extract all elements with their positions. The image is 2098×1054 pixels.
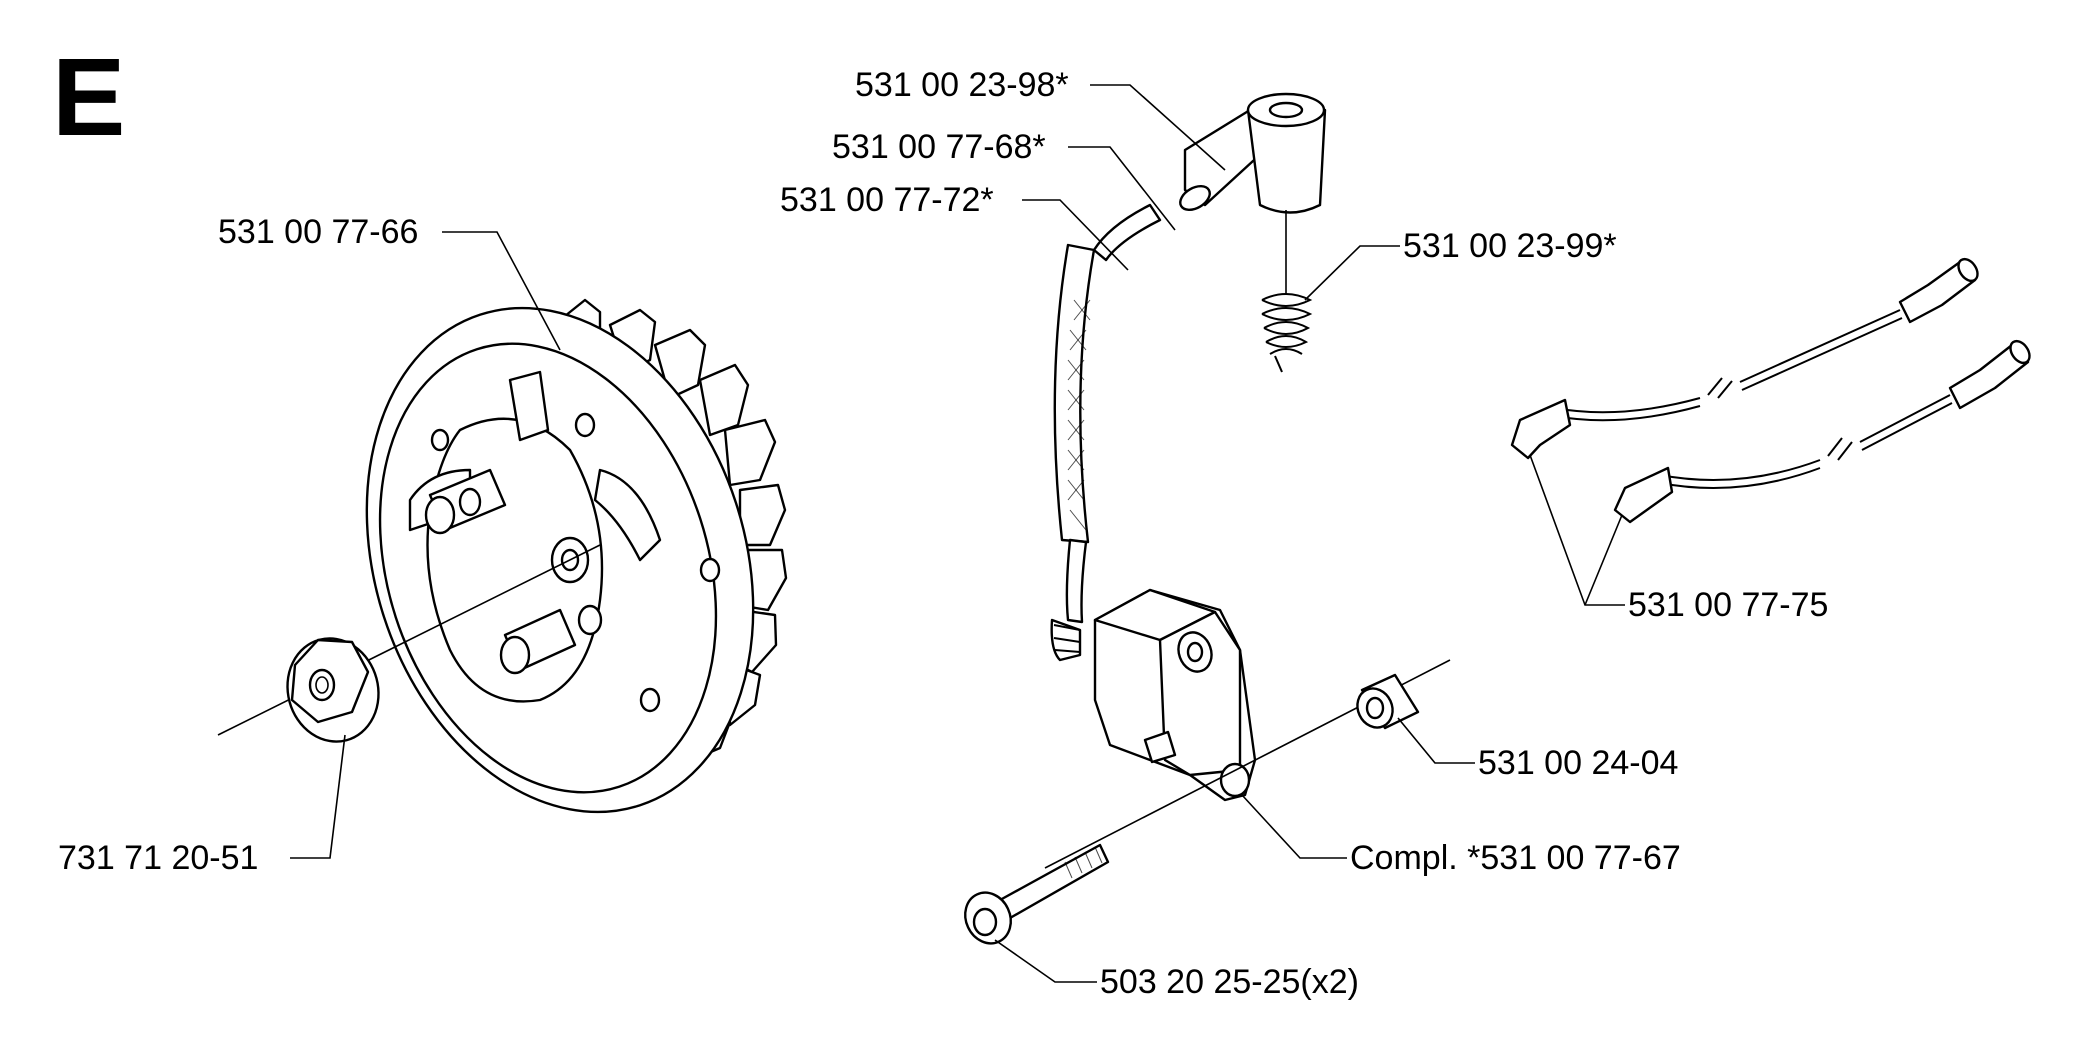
label-cap-insulator: 531 00 77-68*	[832, 128, 1046, 166]
label-spring: 531 00 23-99*	[1403, 227, 1617, 265]
label-flywheel: 531 00 77-66	[218, 213, 418, 251]
spring-part	[1261, 293, 1313, 373]
leader-lines	[290, 84, 1625, 983]
label-nut: 731 71 20-51	[58, 839, 258, 877]
screw-part	[964, 843, 1110, 945]
cap-insulator	[1183, 108, 1267, 207]
label-short-circuit-cables: 531 00 77-75	[1628, 586, 1828, 624]
label-ignition-module: Compl. *531 00 77-67	[1350, 839, 1681, 877]
flywheel-axis-line	[217, 544, 601, 736]
spacer-part	[1356, 673, 1420, 730]
flywheel-bosses	[424, 468, 603, 675]
ignition-lead-part	[1053, 92, 1327, 624]
flange-nut-part	[286, 637, 380, 743]
label-screw: 503 20 25-25(x2)	[1100, 963, 1359, 1001]
label-spark-plug-cap: 531 00 23-98*	[855, 66, 1069, 104]
section-letter: E	[52, 36, 125, 159]
flywheel-part	[365, 298, 788, 814]
label-spacer: 531 00 24-04	[1478, 744, 1678, 782]
label-ignition-lead: 531 00 77-72*	[780, 181, 994, 219]
spark-plug-cap	[1246, 108, 1327, 214]
ignition-module-part	[1050, 588, 1257, 802]
lead-sleeve	[1053, 243, 1096, 544]
short-circuit-cables-part	[1510, 257, 2031, 524]
